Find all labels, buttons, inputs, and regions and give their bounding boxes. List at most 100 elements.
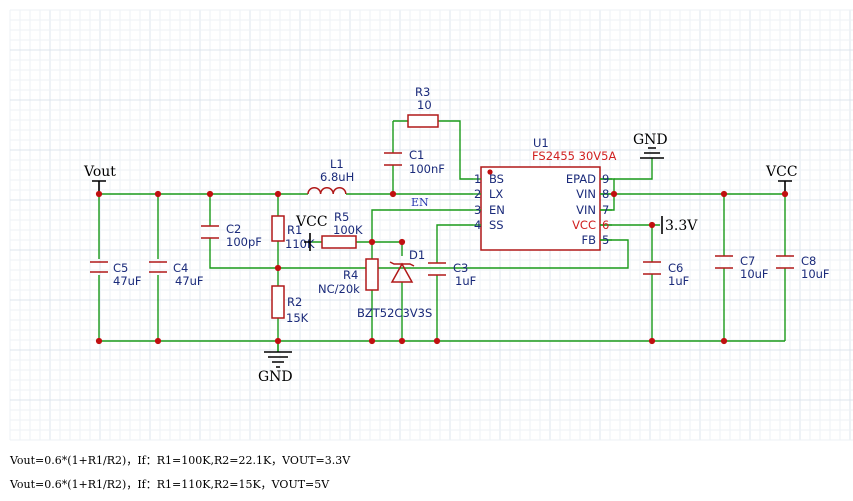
c6-capacitor: C6 1uF <box>643 261 689 288</box>
r5-value: 100K <box>333 223 363 237</box>
junction-dot <box>95 337 103 345</box>
junction-dot <box>206 190 214 198</box>
u1-pin-num-7: 7 <box>602 203 609 217</box>
junction-dot <box>720 190 728 198</box>
v33-label: 3.3V <box>665 218 698 234</box>
c5-value: 47uF <box>113 274 142 288</box>
c1-capacitor: C1 100nF <box>384 148 445 176</box>
gnd-bottom-symbol: GND <box>258 351 293 385</box>
l1-inductor: L1 6.8uH <box>307 157 354 195</box>
r1-value: 110K <box>285 237 315 251</box>
r5-resistor: R5 100K <box>321 210 363 249</box>
u1-pin-name-7: VIN <box>576 203 596 217</box>
u1-pin-name-1: BS <box>489 172 504 186</box>
v33-flag: 3.3V <box>661 216 698 234</box>
junction-dot <box>781 190 789 198</box>
u1-pin-name-8: VIN <box>576 187 596 201</box>
r3-ref: R3 <box>415 85 430 99</box>
u1-pin-num-3: 3 <box>474 203 481 217</box>
junction-dot <box>398 337 406 345</box>
vcc-top-label: VCC <box>765 164 798 180</box>
c7-capacitor: C7 10uF <box>715 254 769 281</box>
junction-dots <box>95 190 789 345</box>
c5-capacitor: C5 47uF <box>90 261 142 288</box>
vcc-top-flag: VCC <box>765 164 798 194</box>
gnd-top-label: GND <box>633 132 668 148</box>
vcc-r5-label: VCC <box>295 214 328 230</box>
c3-ref: C3 <box>453 261 468 275</box>
r2-resistor: R2 15K <box>271 285 309 325</box>
d1-value: BZT52C3V3S <box>357 306 432 320</box>
r1-resistor: R1 110K <box>271 215 315 251</box>
c8-capacitor: C8 10uF <box>776 254 830 281</box>
junction-dot <box>398 238 406 246</box>
l1-ref: L1 <box>330 157 344 171</box>
junction-dot <box>154 337 162 345</box>
junction-dot <box>368 238 376 246</box>
junction-dot <box>648 337 656 345</box>
r4-value: NC/20k <box>318 282 360 296</box>
c3-value: 1uF <box>455 274 476 288</box>
d1-zener-diode: D1 BZT52C3V3S <box>357 248 432 320</box>
junction-dot <box>433 337 441 345</box>
formula-note-3v3: Vout=0.6*(1+R1/R2)，If：R1=100K,R2=22.1K，V… <box>10 454 351 467</box>
c2-value: 100pF <box>226 235 262 249</box>
u1-pin-num-6: 6 <box>602 218 609 232</box>
junction-dot <box>95 190 103 198</box>
c3-capacitor: C3 1uF <box>428 261 476 288</box>
u1-pin-name-5: FB <box>581 233 596 247</box>
c1-value: 100nF <box>409 162 445 176</box>
l1-value: 6.8uH <box>320 170 354 184</box>
u1-pin-num-9: 9 <box>602 172 609 186</box>
c7-value: 10uF <box>740 267 769 281</box>
junction-dot <box>389 190 397 198</box>
junction-dot <box>274 190 282 198</box>
r5-ref: R5 <box>334 210 349 224</box>
grid <box>9 9 853 441</box>
d1-ref: D1 <box>409 248 425 262</box>
r3-resistor: R3 10 <box>407 85 439 128</box>
c4-value: 47uF <box>175 274 204 288</box>
u1-pin-num-1: 1 <box>474 172 481 186</box>
junction-dot <box>154 190 162 198</box>
u1-pin-name-9: EPAD <box>566 172 596 186</box>
junction-dot <box>720 337 728 345</box>
c6-ref: C6 <box>668 261 683 275</box>
junction-dot <box>610 190 618 198</box>
c7-ref: C7 <box>740 254 755 268</box>
gnd-bottom-label: GND <box>258 369 293 385</box>
u1-ref: U1 <box>533 136 549 150</box>
c6-value: 1uF <box>668 274 689 288</box>
c4-ref: C4 <box>173 261 188 275</box>
u1-pin-num-5: 5 <box>602 233 609 247</box>
u1-pin-name-4: SS <box>489 218 504 232</box>
u1-pin-name-6: VCC <box>572 218 596 232</box>
c8-ref: C8 <box>801 254 816 268</box>
junction-dot <box>648 221 656 229</box>
junction-dot <box>274 264 282 272</box>
c2-ref: C2 <box>226 222 241 236</box>
c4-capacitor: C4 47uF <box>149 261 204 288</box>
r2-value: 15K <box>286 311 309 325</box>
wires <box>98 120 786 352</box>
r1-ref: R1 <box>287 223 302 237</box>
c5-ref: C5 <box>113 261 128 275</box>
c1-ref: C1 <box>409 148 424 162</box>
r4-resistor: R4 NC/20k <box>318 258 379 296</box>
u1-pin-name-3: EN <box>489 203 505 217</box>
gnd-top-symbol: GND <box>633 132 668 159</box>
vout-label: Vout <box>83 164 116 180</box>
r3-value: 10 <box>417 98 432 112</box>
junction-dot <box>274 337 282 345</box>
vcc-r5-flag: VCC <box>295 214 328 251</box>
formula-note-5v: Vout=0.6*(1+R1/R2)，If：R1=110K,R2=15K，VOU… <box>10 478 330 491</box>
r4-ref: R4 <box>343 268 358 282</box>
u1-pin-num-2: 2 <box>474 187 481 201</box>
r2-ref: R2 <box>287 295 302 309</box>
c2-capacitor: C2 100pF <box>201 222 262 249</box>
u1-pin-name-2: LX <box>489 187 503 201</box>
